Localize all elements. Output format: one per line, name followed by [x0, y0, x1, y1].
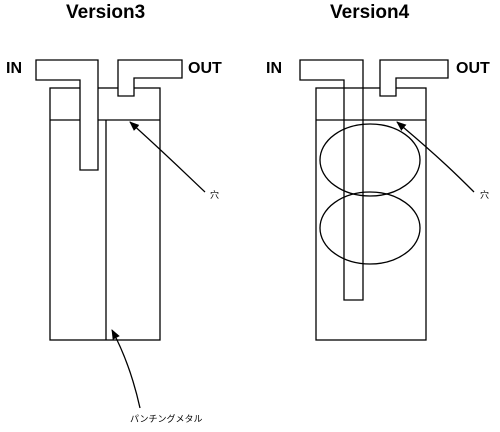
version4-title: Version4	[330, 2, 410, 23]
version3-punching-metal-label: パンチングメタル	[130, 415, 203, 425]
version4-in-label: IN	[266, 60, 282, 77]
version4-diagram	[299, 59, 475, 341]
version3-punching-metal-arrow	[111, 329, 141, 409]
version3-in-pipe	[35, 59, 99, 171]
version3-hole-label: 穴	[210, 191, 220, 201]
version3-hole-arrow	[129, 121, 206, 193]
version4-hole-arrow	[396, 121, 475, 193]
version4-container	[315, 87, 427, 341]
version4-lower-filter	[319, 191, 421, 265]
version3-container	[49, 87, 161, 341]
version4-out-pipe	[379, 59, 449, 97]
version3-title: Version3	[66, 2, 146, 23]
version4-in-pipe	[299, 59, 364, 301]
version3-out-pipe	[117, 59, 183, 97]
version3-diagram	[35, 59, 206, 409]
version4-out-label: OUT	[456, 60, 490, 77]
version4-hole-label: 穴	[480, 191, 490, 201]
version3-in-label: IN	[6, 60, 22, 77]
version3-out-label: OUT	[188, 60, 222, 77]
version4-upper-filter	[319, 123, 421, 197]
